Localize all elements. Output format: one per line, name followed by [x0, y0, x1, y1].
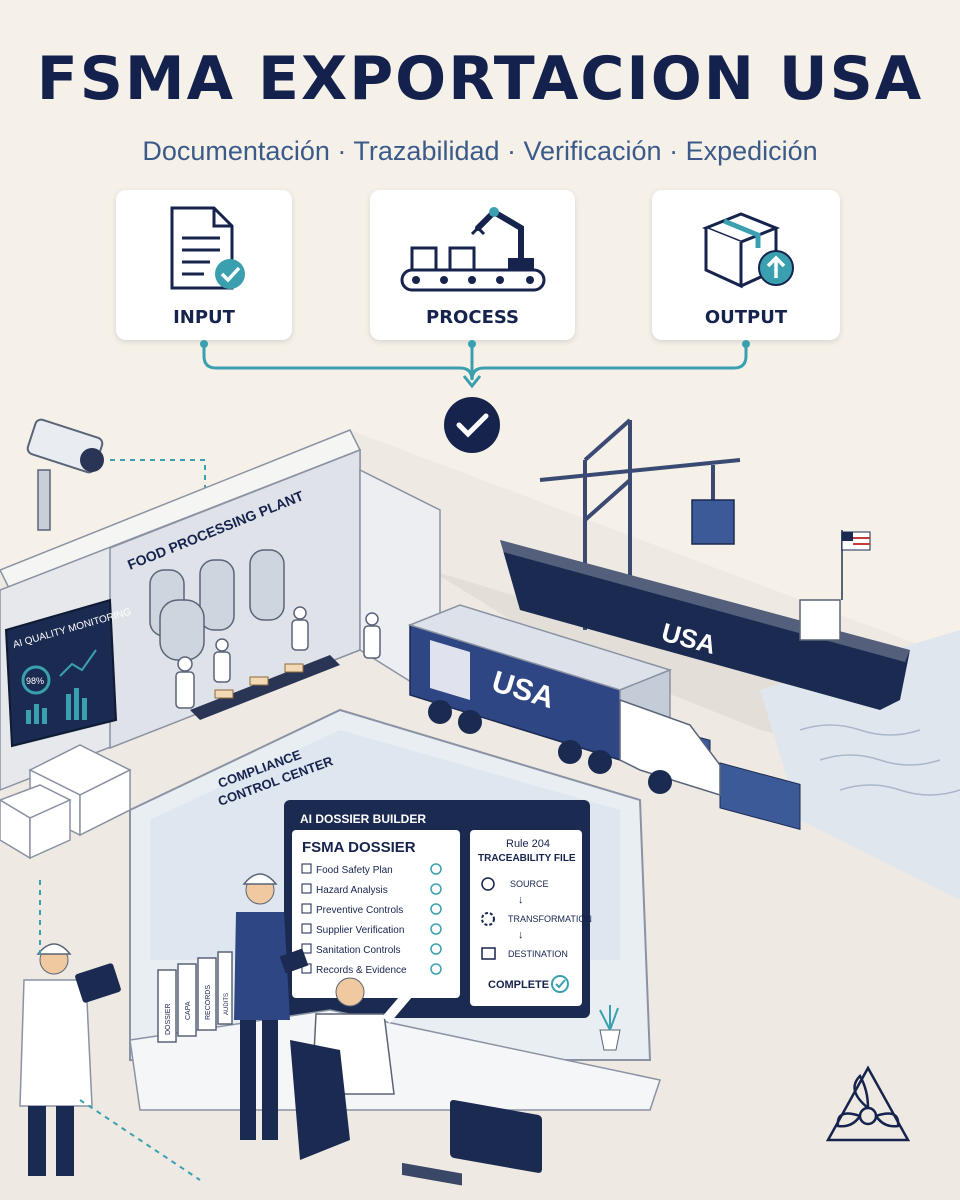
plant-pot-icon: [599, 1005, 621, 1051]
dossier-item-5: Sanitation Controls: [316, 945, 401, 956]
dossier-item-3: Preventive Controls: [316, 905, 403, 916]
worker-with-tablet: [19, 880, 201, 1181]
dossier-title: FSMA DOSSIER: [302, 839, 416, 856]
trace-arrow-2: ↓: [518, 929, 524, 941]
process-label: PROCESS: [426, 307, 519, 328]
worker-seated: [290, 976, 424, 1160]
screen-header: AI DOSSIER BUILDER: [300, 812, 426, 826]
output-card: OUTPUT: [652, 190, 840, 340]
page-subtitle: Documentación · Trazabilidad · Verificac…: [142, 136, 818, 166]
output-label: OUTPUT: [704, 307, 788, 328]
trace-title-1: Rule 204: [506, 838, 550, 850]
input-label: INPUT: [173, 307, 235, 328]
check-circle-icon: [444, 397, 500, 453]
pallet-boxes: [0, 744, 132, 860]
destination-warehouse-icon: [481, 947, 496, 960]
flow-connector: [200, 340, 750, 453]
trace-title-2: TRACEABILITY FILE: [478, 853, 576, 864]
transformation-gear-icon: [481, 912, 495, 926]
box-upload-icon: [701, 212, 794, 289]
process-card: PROCESS: [370, 190, 575, 340]
binder-label-4: AUDITS: [224, 993, 230, 1015]
logistics-scene: FOOD PROCESSING PLANT AI QUALITY MONITOR…: [0, 418, 960, 1200]
trace-arrow-1: ↓: [518, 894, 524, 906]
dossier-item-6: Records & Evidence: [316, 965, 407, 976]
document-check-icon: [170, 206, 245, 290]
worker-standing: [234, 873, 309, 1140]
dossier-screen: AI DOSSIER BUILDER FSMA DOSSIER Food Saf…: [284, 800, 592, 1018]
brand-logo-icon: [825, 1065, 911, 1142]
robot-conveyor-icon: [400, 207, 546, 292]
food-processing-plant: FOOD PROCESSING PLANT: [0, 429, 441, 848]
status-complete: COMPLETE: [488, 979, 549, 991]
trace-transformation: TRANSFORMATION: [508, 914, 592, 924]
input-card: INPUT: [116, 190, 292, 340]
binder-label-3: RECORDS: [205, 985, 212, 1020]
binder-label-1: DOSSIER: [165, 1003, 172, 1035]
trace-source: SOURCE: [510, 879, 549, 889]
binders: DOSSIER CAPA RECORDS AUDITS: [157, 951, 233, 1043]
hanging-container: [691, 499, 735, 545]
monitor-value: 98%: [26, 676, 44, 686]
cargo-ship: USA: [500, 530, 910, 830]
dossier-item-4: Supplier Verification: [316, 925, 404, 936]
usa-truck: USA: [407, 604, 721, 797]
binder-label-2: CAPA: [185, 1001, 192, 1020]
complete-check-icon: [551, 975, 569, 993]
dossier-item-2: Hazard Analysis: [316, 885, 388, 896]
page-title: FSMA EXPORTACION USA: [36, 44, 924, 114]
dossier-items: Food Safety Plan Hazard Analysis Prevent…: [301, 863, 442, 976]
dossier-item-1: Food Safety Plan: [316, 865, 393, 876]
usa-flag-icon: [841, 531, 871, 551]
security-camera-icon: [26, 418, 206, 531]
source-leaf-icon: [481, 877, 495, 891]
trace-destination: DESTINATION: [508, 949, 568, 959]
